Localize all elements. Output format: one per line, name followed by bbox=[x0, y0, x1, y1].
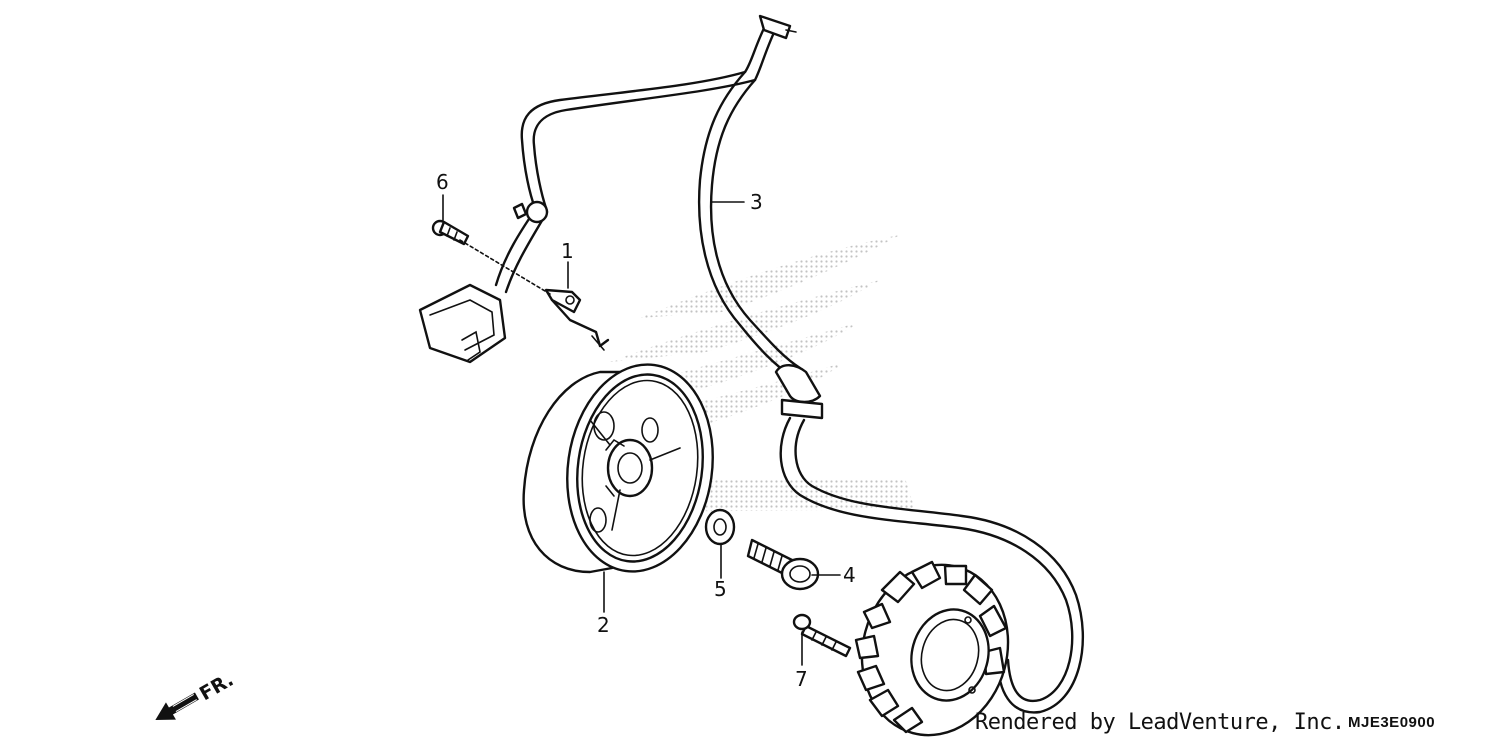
callout-2: 2 bbox=[597, 613, 610, 637]
render-credit: Rendered by LeadVenture, Inc. bbox=[975, 710, 1345, 735]
small-bolt[interactable] bbox=[431, 219, 470, 246]
stator-screw[interactable] bbox=[792, 613, 852, 658]
diagram-code: MJE3E0900 bbox=[1348, 714, 1436, 731]
flange-bolt[interactable] bbox=[746, 538, 820, 591]
washer[interactable] bbox=[704, 508, 736, 546]
wire-harness[interactable] bbox=[418, 14, 1085, 714]
leader-lines bbox=[442, 194, 841, 666]
callout-4: 4 bbox=[843, 563, 856, 587]
callout-3: 3 bbox=[750, 190, 763, 214]
flywheel-rotor[interactable] bbox=[522, 355, 726, 581]
callout-1: 1 bbox=[561, 239, 574, 263]
front-direction-arrow-icon: FR. bbox=[155, 669, 237, 720]
callout-7: 7 bbox=[795, 667, 808, 691]
callout-5: 5 bbox=[714, 577, 727, 601]
callout-6: 6 bbox=[436, 170, 449, 194]
harness-clamp[interactable] bbox=[544, 288, 610, 351]
front-direction-label: FR. bbox=[196, 669, 237, 706]
stator[interactable] bbox=[843, 548, 1027, 750]
